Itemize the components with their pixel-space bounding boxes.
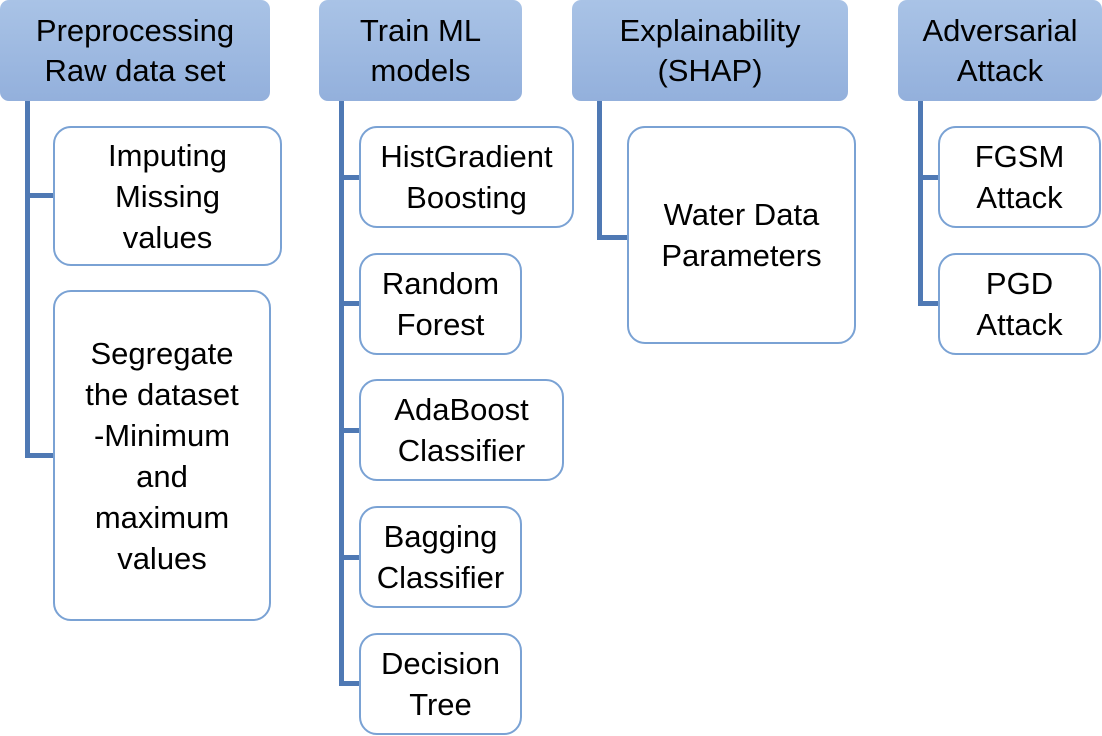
- node-water-data-parameters: Water Data Parameters: [627, 126, 856, 344]
- connector-branch: [339, 301, 361, 306]
- node-random-forest: Random Forest: [359, 253, 522, 355]
- connector-branch: [918, 175, 940, 180]
- node-bagging-classifier: Bagging Classifier: [359, 506, 522, 608]
- connector-branch: [339, 428, 361, 433]
- connector-branch: [339, 681, 361, 686]
- node-fgsm-attack: FGSM Attack: [938, 126, 1101, 228]
- node-imputing-missing-values: Imputing Missing values: [53, 126, 282, 266]
- connector-branch: [339, 555, 361, 560]
- header-train-ml-models: Train ML models: [319, 0, 522, 101]
- connector-branch: [597, 235, 629, 240]
- node-histgradient-boosting: HistGradient Boosting: [359, 126, 574, 228]
- header-explainability-shap: Explainability (SHAP): [572, 0, 848, 101]
- connector-branch: [339, 175, 361, 180]
- connector-trunk: [25, 101, 30, 458]
- node-decision-tree: Decision Tree: [359, 633, 522, 735]
- header-preprocessing: Preprocessing Raw data set: [0, 0, 270, 101]
- connector-branch: [918, 301, 940, 306]
- connector-trunk: [597, 101, 602, 240]
- node-adaboost-classifier: AdaBoost Classifier: [359, 379, 564, 481]
- connector-branch: [25, 453, 55, 458]
- connector-trunk: [918, 101, 923, 305]
- node-pgd-attack: PGD Attack: [938, 253, 1101, 355]
- connector-trunk: [339, 101, 344, 686]
- connector-branch: [25, 193, 55, 198]
- header-adversarial-attack: Adversarial Attack: [898, 0, 1102, 101]
- node-segregate-dataset: Segregate the dataset -Minimum and maxim…: [53, 290, 271, 621]
